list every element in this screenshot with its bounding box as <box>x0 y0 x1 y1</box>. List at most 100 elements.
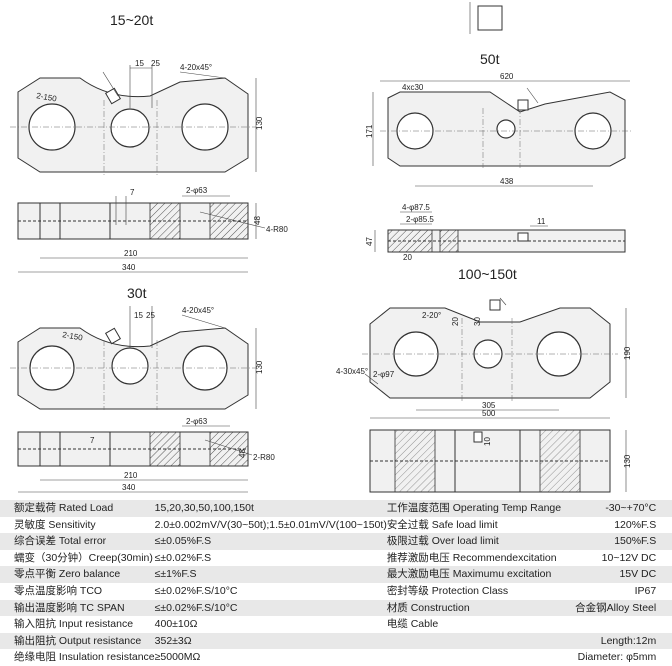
spec-value-2: 10~12V DC <box>601 551 657 564</box>
spec-label-2 <box>386 632 562 650</box>
dim-25b: 25 <box>146 311 155 320</box>
spec-value: ≤±1%F.S <box>154 566 387 583</box>
dim-r80b: 2-R80 <box>253 453 275 462</box>
dim-h47: 47 <box>365 237 374 246</box>
dim-15: 15 <box>135 59 144 68</box>
dim-7b: 7 <box>90 436 95 445</box>
spec-value: 352±3Ω <box>154 632 387 650</box>
spec-value-2: 150%F.S <box>561 533 672 550</box>
spec-label-2 <box>387 649 561 666</box>
dim-h190: 190 <box>623 346 632 360</box>
dim-w340: 340 <box>122 263 136 272</box>
dim-c4x30: 4xc30 <box>402 83 424 92</box>
spec-label: 额定载荷 Rated Load <box>0 500 155 517</box>
dim-phi63: 2-φ63 <box>186 186 208 195</box>
dim-r80: 4-R80 <box>266 225 288 234</box>
center-hole-50t <box>496 119 516 139</box>
spec-label: 输出阻抗 Output resistance <box>0 632 155 650</box>
view-15-20t-top: 15~20t 15 25 4-20x45° 2-150 130 <box>10 12 264 175</box>
spec-value: 2.0±0.002mV/V(30~50t);1.5±0.01mV/V(100~1… <box>154 518 387 531</box>
spec-row: 绝缘电阻 Insulation resistance≥5000MΩ Diamete… <box>0 649 672 666</box>
technical-drawing: 15~20t 15 25 4-20x45° 2-150 130 7 2-φ63 <box>10 2 632 493</box>
dim-c4-30: 4-30x45° <box>336 367 368 376</box>
title-15-20t: 15~20t <box>110 12 153 28</box>
spec-label-2: 最大激励电压 Maximumu excitation <box>386 566 562 583</box>
spec-value: ≤±0.02%F.S/10°C <box>154 599 387 617</box>
orientation-symbol <box>477 5 503 31</box>
spec-label-2: 密封等级 Protection Class <box>386 584 509 597</box>
spec-label-2: 工作温度范围 Operating Temp Range <box>386 500 562 517</box>
view-50t-side: 4-φ87.5 2-φ85.5 11 47 20 <box>365 203 626 262</box>
view-100-150t-side: 10 130 <box>369 429 632 493</box>
title-30t: 30t <box>127 285 147 301</box>
dim-w210b: 210 <box>124 471 138 480</box>
spec-value: ≥5000MΩ <box>154 651 201 664</box>
spec-label: 综合误差 Total error <box>0 533 155 550</box>
dim-15b: 15 <box>134 311 143 320</box>
spec-value-2: IP67 <box>634 584 657 597</box>
view-30t-side: 7 2-φ63 48 2-R80 210 340 <box>17 417 275 493</box>
spec-row: 灵敏度 Sensitivity 2.0±0.002mV/V(30~50t);1.5… <box>0 517 672 534</box>
dim-phi87: 4-φ87.5 <box>402 203 430 212</box>
spec-row: 输入阻抗 Input resistance 400±10Ω 电缆 Cable <box>0 616 672 633</box>
dim-h171: 171 <box>365 124 374 138</box>
view-15-20t-side: 7 2-φ63 48 4-R80 210 340 <box>17 186 288 273</box>
pin-hole-left-100t <box>393 331 439 377</box>
dim-w620: 620 <box>500 72 514 81</box>
spec-row: 零点温度影响 TCO ≤±0.02%F.S/10°C 密封等级 Protection… <box>0 583 672 600</box>
view-50t-top: 50t 620 4xc30 171 438 <box>365 2 632 187</box>
spec-value-2: 120%F.S <box>614 518 657 531</box>
view-30t-top: 30t 15 25 4-20x45° 2-150 130 <box>10 285 264 410</box>
spec-label: 输入阻抗 Input resistance <box>14 618 134 631</box>
dim-w210: 210 <box>124 249 138 258</box>
spec-label: 零点平衡 Zero balance <box>0 566 155 583</box>
dim-w438: 438 <box>500 177 514 186</box>
dim-r150-a: 2-150 <box>36 91 58 104</box>
dim-h130b: 130 <box>255 360 264 374</box>
dim-25: 25 <box>151 59 160 68</box>
spec-label-2: 推荐激励电压 Recommendexcitation <box>386 551 557 564</box>
spec-value-2: Length:12m <box>561 632 672 650</box>
spec-value-2 <box>561 616 672 633</box>
dim-11: 11 <box>537 217 546 226</box>
spec-label: 输出温度影响 TC SPAN <box>0 599 155 617</box>
spec-value: ≤±0.02%F.S/10°C <box>154 584 238 597</box>
view-100-150t-top: 100~150t 2-20° 20 30 190 4-30x45° 2-φ97 … <box>336 266 632 419</box>
spec-label: 灵敏度 Sensitivity <box>14 518 96 531</box>
dim-d10: 10 <box>483 437 492 446</box>
spec-label-2: 电缆 Cable <box>386 618 439 631</box>
spec-value: 15,20,30,50,100,150t <box>154 500 387 517</box>
spec-label-2: 极限过载 Over load limit <box>386 533 562 550</box>
spec-value-2: Diameter: φ5mm <box>577 651 657 664</box>
dim-h48b: 48 <box>238 449 247 458</box>
spec-value-2: 合金钢Alloy Steel <box>561 599 672 617</box>
spec-value-2: 15V DC <box>561 566 672 583</box>
spec-value: ≤±0.05%F.S <box>154 533 387 550</box>
dim-w340b: 340 <box>122 483 136 492</box>
spec-label: 零点温度影响 TCO <box>14 584 103 597</box>
spec-value: 400±10Ω <box>154 618 198 631</box>
dim-phi97: 2-φ97 <box>373 370 395 379</box>
spec-label-2: 安全过载 Safe load limit <box>386 518 498 531</box>
spec-value-2: -30~+70°C <box>561 500 672 517</box>
dim-w305: 305 <box>482 401 496 410</box>
dim-d20: 20 <box>403 253 412 262</box>
dim-phi85: 2-φ85.5 <box>406 215 434 224</box>
dim-r150-b: 2-150 <box>62 330 84 343</box>
title-50t: 50t <box>480 51 500 67</box>
spec-label: 绝缘电阻 Insulation resistance <box>14 651 155 664</box>
dim-d20b: 20 <box>451 317 460 326</box>
dim-chamfer-a: 4-20x45° <box>180 63 212 72</box>
spec-label: 蠕变（30分钟）Creep(30min) <box>14 551 153 564</box>
dim-7: 7 <box>130 188 135 197</box>
dim-h130: 130 <box>255 116 264 130</box>
dim-phi63b: 2-φ63 <box>186 417 208 426</box>
dim-w500: 500 <box>482 409 496 418</box>
